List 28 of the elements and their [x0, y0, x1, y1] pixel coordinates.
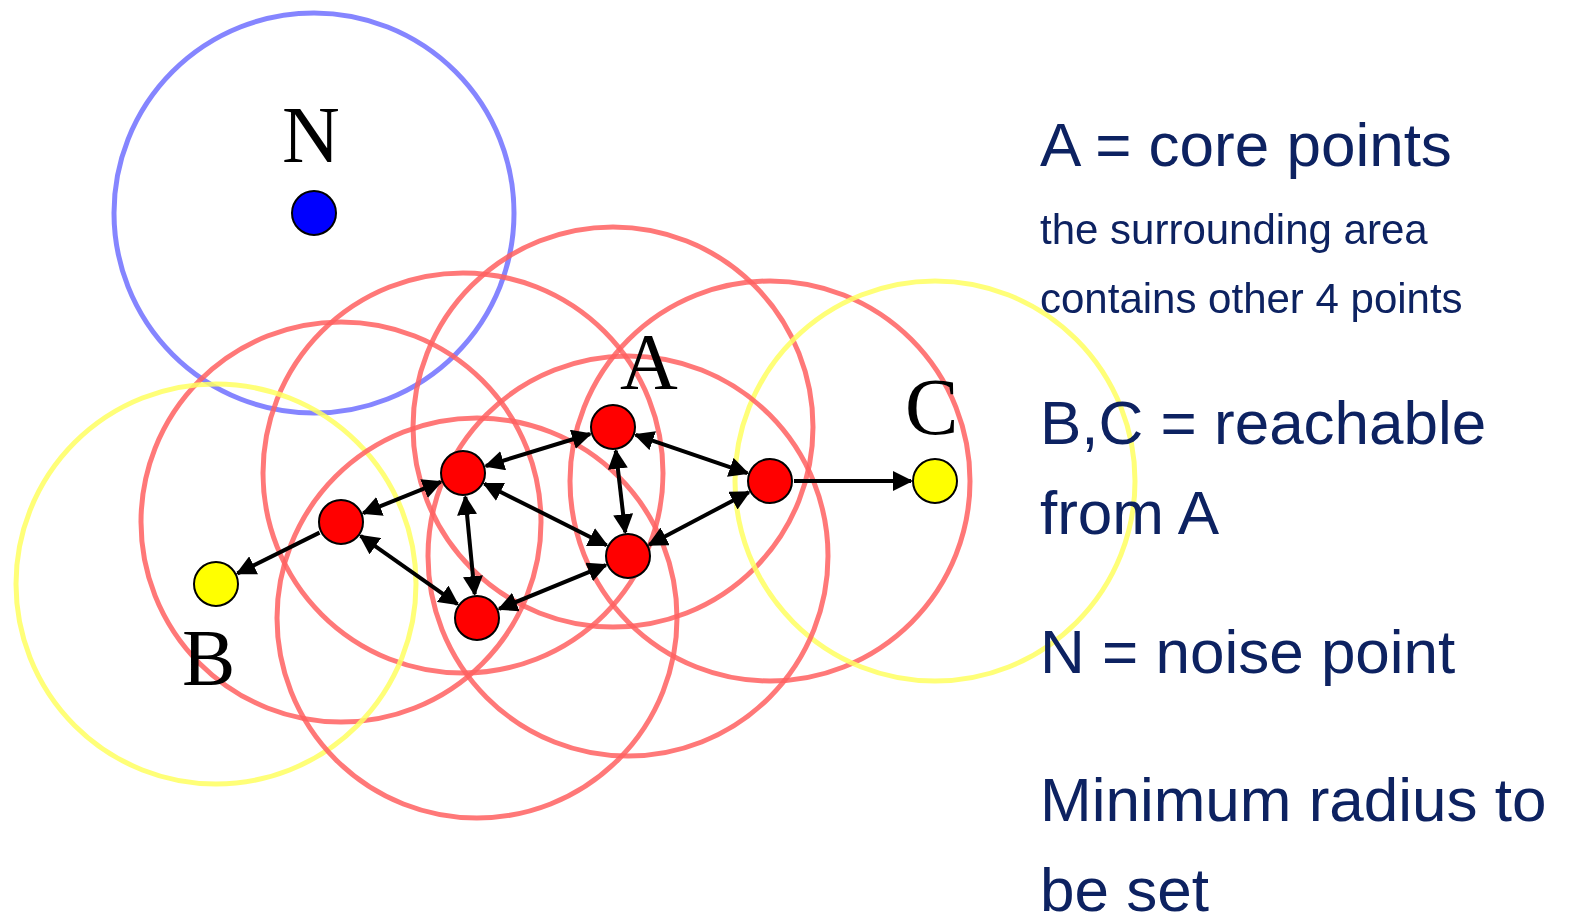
arrow	[358, 534, 460, 606]
arrow	[361, 479, 443, 516]
noise-point	[291, 190, 337, 236]
arrow	[794, 471, 913, 491]
core-point	[318, 499, 364, 545]
arrow	[484, 429, 592, 471]
legend-text: A = core points	[1040, 109, 1453, 181]
arrow	[607, 448, 634, 535]
core-point	[747, 458, 793, 504]
legend-text: Minimum radius to be set	[1040, 764, 1548, 923]
point-label: N	[282, 95, 340, 175]
border-point	[912, 458, 958, 504]
point-label: A	[620, 322, 678, 402]
arrow	[457, 494, 483, 597]
arrow	[647, 490, 751, 547]
point-label: B	[182, 618, 236, 698]
core-point	[605, 533, 651, 579]
border-point	[193, 561, 239, 607]
arrow	[633, 431, 750, 477]
core-point	[590, 404, 636, 450]
arrow	[235, 530, 321, 576]
core-point	[454, 595, 500, 641]
legend-text: N = noise point	[1040, 616, 1457, 688]
arrow	[482, 482, 609, 547]
core-point	[440, 450, 486, 496]
arrow	[497, 562, 608, 612]
point-label: C	[905, 367, 959, 447]
note-text: the surrounding area contains other 4 points	[1040, 205, 1464, 325]
